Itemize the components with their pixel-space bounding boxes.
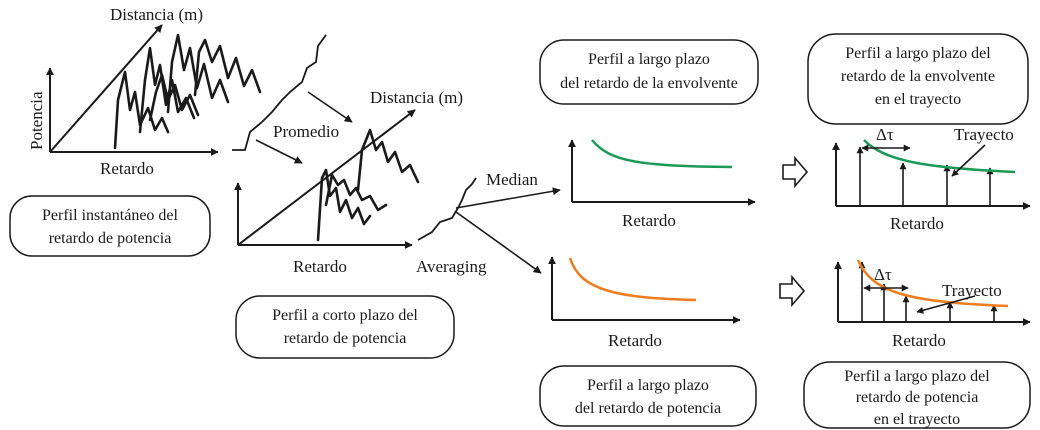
short-term-box-line-2: retardo de potencia (284, 330, 407, 347)
instant-waveform-2 (138, 46, 196, 134)
instant-waveform-4 (193, 38, 262, 97)
instant-potencia-label: Potencia (27, 91, 46, 150)
long-term-power-box: Perfil a largo plazo del retardo de pote… (539, 365, 757, 427)
instant-profile-box: Perfil instantáneo del retardo de potenc… (9, 195, 211, 257)
green-retardo-label: Retardo (622, 211, 676, 230)
power-path-box-line-3: en el trayecto (874, 411, 960, 428)
instantaneous-profile-plot: Distancia (m) Potencia Retardo (27, 5, 262, 178)
instant-profile-box-line-1: Perfil instantáneo del (42, 207, 179, 224)
envelope-path-box-line-2: retardo de la envolvente (841, 68, 995, 85)
long-term-envelope-box: Perfil a largo plazo del retardo de la e… (539, 39, 759, 105)
orange-power-curve (568, 257, 697, 302)
long-term-power-box-line-2: del retardo de potencia (575, 400, 721, 417)
trayecto-top-pointer (951, 144, 986, 177)
hollow-arrow-bottom (779, 274, 806, 308)
short-term-profile-box: Perfil a corto plazo del retardo de pote… (235, 295, 455, 359)
short-waveform-2 (356, 128, 420, 192)
power-path-orange-curve (856, 259, 1009, 308)
orange-retardo-label: Retardo (608, 331, 662, 350)
power-path-box-line-2: retardo de potencia (856, 389, 979, 406)
power-path-box-line-1: Perfil a largo plazo del (844, 368, 990, 385)
trayecto-bottom-pointer (916, 295, 976, 314)
instant-waveform-1 (113, 70, 170, 150)
short-term-box-line-1: Perfil a corto plazo del (272, 307, 418, 324)
envelope-path-box-line-1: Perfil a largo plazo del (845, 45, 991, 62)
green-envelope-plot: Retardo (568, 139, 756, 230)
short-waveform-3 (324, 173, 388, 212)
promedio-label: Promedio (273, 122, 339, 141)
envelope-path-plot: Δτ Trayecto Retardo (832, 125, 1031, 233)
short-retardo-label: Retardo (293, 257, 347, 276)
instant-distance-label: Distancia (m) (110, 5, 203, 24)
path-top-retardo-label: Retardo (890, 214, 944, 233)
short-distance-label: Distancia (m) (370, 88, 463, 107)
envelope-path-green-curve (863, 139, 1016, 174)
averaging-label: Averaging (416, 257, 487, 276)
instant-distance-axis (49, 24, 163, 153)
envelope-path-box-line-3: en el trayecto (875, 91, 961, 108)
delta-tau-bottom-label: Δτ (874, 265, 892, 284)
long-term-envelope-path-box: Perfil a largo plazo del retardo de la e… (807, 33, 1029, 125)
trayecto-top-label: Trayecto (954, 125, 1014, 144)
long-term-power-box-line-1: Perfil a largo plazo (587, 377, 709, 394)
long-term-envelope-box-line-1: Perfil a largo plazo (588, 51, 710, 68)
long-term-envelope-box-line-2: del retardo de la envolvente (560, 75, 738, 92)
median-arrow (455, 187, 561, 209)
delta-tau-top-label: Δτ (876, 125, 894, 144)
short-waveform-1 (316, 168, 372, 242)
short-break-line (417, 177, 477, 241)
short-term-profile-plot: Distancia (m) Retardo (234, 88, 463, 276)
long-term-power-path-box: Perfil a largo plazo del retardo de pote… (803, 361, 1031, 429)
median-label: Median (486, 170, 538, 189)
green-envelope-curve (591, 139, 733, 169)
hollow-arrow-top (782, 155, 809, 189)
orange-power-plot: Retardo (548, 256, 741, 350)
instant-retardo-label: Retardo (100, 159, 154, 178)
instant-profile-box-line-2: retardo de potencia (49, 230, 172, 247)
instant-waveform-5 (148, 73, 200, 122)
power-path-plot: Δτ Trayecto Retardo (834, 259, 1031, 350)
averaging-arrow (455, 211, 542, 274)
trayecto-bottom-label: Trayecto (942, 281, 1002, 300)
promedio-arrow-1 (307, 91, 353, 123)
promedio-arrow-2 (255, 139, 303, 164)
instant-waveform-3 (166, 33, 230, 114)
path-bottom-retardo-label: Retardo (892, 331, 946, 350)
instant-break-line (232, 34, 327, 151)
